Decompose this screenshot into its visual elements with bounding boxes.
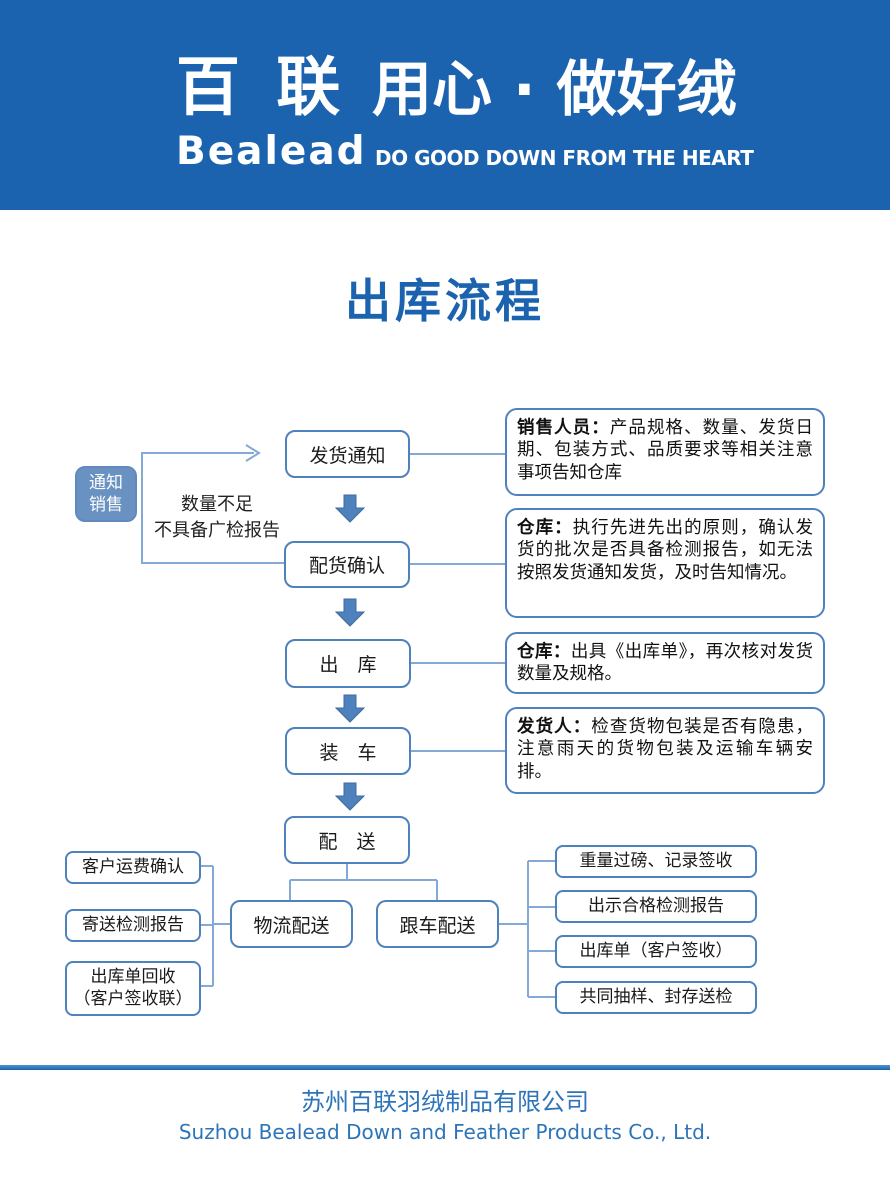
follow-truck-bracket-lines (499, 860, 555, 998)
flow-step-delivery: 配 送 (284, 816, 410, 864)
task-send-test-report: 寄送检测报告 (65, 909, 201, 942)
notify-sales-box: 通知 销售 (75, 466, 137, 522)
notify-sales-line2: 销售 (89, 495, 123, 515)
note-text: 检查货物包装是否有隐患，注意雨天的货物包装及运输车辆安排。 (517, 717, 814, 782)
task-weighing-sign: 重量过磅、记录签收 (555, 845, 757, 878)
feedback-line2: 不具备广检报告 (154, 520, 280, 542)
delivery-mode-logistics: 物流配送 (230, 900, 353, 948)
note-warehouse-form: 仓库：出具《出库单》，再次核对发货数量及规格。 (505, 632, 825, 694)
task-show-test-report: 出示合格检测报告 (555, 890, 757, 923)
feedback-condition-label: 数量不足 不具备广检报告 (138, 492, 296, 544)
footer-divider (0, 1065, 890, 1070)
task-outbound-form-recovery-line2: （客户签收联） (73, 988, 193, 1009)
flow-step-loading: 装 车 (285, 727, 411, 775)
notify-sales-line1: 通知 (89, 472, 123, 493)
brand-logo-zh: 百 联 (176, 51, 348, 125)
note-label: 仓库： (517, 642, 571, 662)
brand-logo-en: Bealead (176, 129, 367, 174)
down-arrow-icon (334, 782, 366, 811)
down-arrow-icon (334, 494, 366, 523)
task-outbound-form-recovery: 出库单回收 （客户签收联） (65, 961, 201, 1016)
brand-slogan-zh: 用心 · 做好绒 (372, 55, 737, 125)
note-label: 销售人员： (517, 418, 610, 438)
note-text: 执行先进先出的原则，确认发货的批次是否具备检测报告，如无法按照发货通知发货，及时… (517, 518, 814, 583)
note-label: 仓库： (517, 518, 573, 538)
task-freight-confirm: 客户运费确认 (65, 851, 201, 884)
note-label: 发货人： (517, 717, 592, 737)
page-title: 出库流程 (345, 274, 545, 328)
note-sales-staff: 销售人员：产品规格、数量、发货日期、包装方式、品质要求等相关注意事项告知仓库 (505, 408, 825, 496)
down-arrow-icon (334, 598, 366, 627)
flow-step-distribution-confirm: 配货确认 (284, 541, 410, 588)
logistics-bracket-lines (201, 865, 230, 987)
task-joint-sampling: 共同抽样、封存送检 (555, 981, 757, 1014)
feedback-line1: 数量不足 (181, 494, 253, 515)
delivery-split-lines (289, 864, 438, 900)
feedback-arrowhead-icon (245, 444, 261, 462)
delivery-mode-follow-truck: 跟车配送 (376, 900, 499, 948)
task-outbound-form-recovery-line1: 出库单回收 (90, 967, 176, 988)
flow-step-outbound: 出 库 (285, 639, 411, 688)
flow-step-shipping-notice: 发货通知 (285, 430, 410, 478)
header-band: 百 联 Bealead 用心 · 做好绒 DO GOOD DOWN FROM T… (0, 0, 890, 210)
note-text: 产品规格、数量、发货日期、包装方式、品质要求等相关注意事项告知仓库 (517, 418, 814, 483)
task-outbound-form-sign: 出库单（客户签收） (555, 935, 757, 968)
company-name-zh: 苏州百联羽绒制品有限公司 (301, 1088, 589, 1116)
company-name-en: Suzhou Bealead Down and Feather Products… (178, 1120, 712, 1144)
down-arrow-icon (334, 694, 366, 723)
note-shipper: 发货人：检查货物包装是否有隐患，注意雨天的货物包装及运输车辆安排。 (505, 707, 825, 794)
note-warehouse-fifo: 仓库：执行先进先出的原则，确认发货的批次是否具备检测报告，如无法按照发货通知发货… (505, 508, 825, 618)
brand-slogan-en: DO GOOD DOWN FROM THE HEART (375, 146, 754, 170)
note-text: 出具《出库单》，再次核对发货数量及规格。 (517, 642, 813, 685)
